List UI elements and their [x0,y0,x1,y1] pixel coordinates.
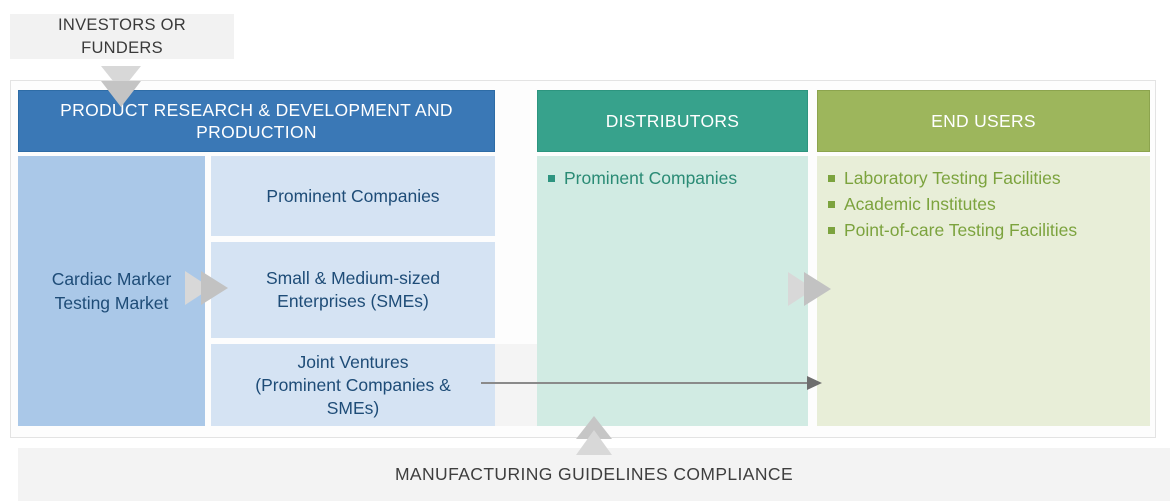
distributors-item-label: Prominent Companies [564,168,738,188]
up-chevron-arrow-icon [576,416,612,455]
investors-funders-label-line2: FUNDERS [81,38,163,57]
square-bullet-icon [828,200,835,208]
joint-ventures-label-line3: SMEs) [326,397,380,418]
production-header: PRODUCT RESEARCH & DEVELOPMENT AND PRODU… [18,90,495,152]
compliance-label: MANUFACTURING GUIDELINES COMPLIANCE [394,464,794,484]
investors-funders-label-line1: INVESTORS OR [58,15,186,34]
cardiac-marker-testing-market-box: Cardiac Marker Testing Market [18,156,205,426]
square-bullet-icon [548,174,555,182]
end-users-item-label: Academic Institutes [844,194,996,214]
joint-ventures-label-line2: (Prominent Companies & [255,374,451,395]
square-bullet-icon [828,226,835,234]
end-users-item-label: Laboratory Testing Facilities [844,168,1061,188]
smes-label-line2: Enterprises (SMEs) [277,291,429,311]
right-chevron-arrow-distribution-icon [788,272,831,306]
square-bullet-icon [828,174,835,182]
joint-ventures-box: Joint Ventures (Prominent Companies & SM… [211,344,495,426]
end-users-header: END USERS [817,90,1150,152]
right-chevron-arrow-market-icon [185,271,228,305]
production-header-line2: PRODUCTION [196,122,317,142]
market-label-line1: Cardiac Marker [51,269,172,289]
list-item: Laboratory Testing Facilities [828,165,1140,191]
prominent-companies-label: Prominent Companies [266,185,440,206]
distributors-body: Prominent Companies [537,156,808,426]
smes-label-line1: Small & Medium-sized [265,268,441,288]
prominent-companies-box: Prominent Companies [211,156,495,236]
list-item: Point-of-care Testing Facilities [828,217,1140,243]
down-chevron-arrow-icon [101,66,141,107]
list-item: Academic Institutes [828,191,1140,217]
market-label-line2: Testing Market [54,293,169,313]
investors-funders-box: INVESTORS OR FUNDERS [10,14,234,59]
distributors-header-label: DISTRIBUTORS [605,111,740,131]
production-header-line1: PRODUCT RESEARCH & DEVELOPMENT AND [60,100,453,120]
compliance-bar: MANUFACTURING GUIDELINES COMPLIANCE [18,448,1170,501]
smes-box: Small & Medium-sized Enterprises (SMEs) [211,242,495,338]
joint-ventures-connector-band [495,344,537,426]
flow-line-arrow-icon [481,376,822,390]
joint-ventures-label-line1: Joint Ventures [297,351,409,372]
end-users-body: Laboratory Testing Facilities Academic I… [817,156,1150,426]
list-item: Prominent Companies [548,165,798,191]
end-users-header-label: END USERS [931,111,1036,131]
distributors-header: DISTRIBUTORS [537,90,808,152]
end-users-item-label: Point-of-care Testing Facilities [844,220,1078,240]
